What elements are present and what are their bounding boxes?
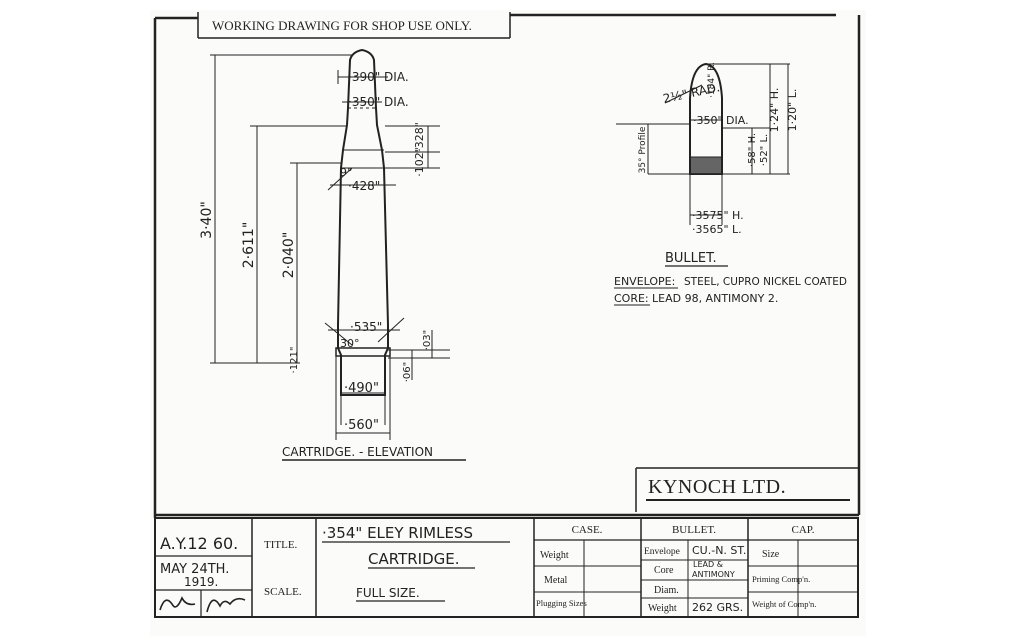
bullet-envelope-label: ENVELOPE: [614, 275, 675, 288]
bullet-core-label: CORE: [614, 292, 649, 305]
date-line-1: MAY 24TH. [160, 562, 229, 577]
cartridge-caption: CARTRIDGE. - ELEVATION [282, 445, 433, 459]
cap-size-label: Size [762, 549, 780, 560]
angle-9: 9° [340, 166, 353, 179]
title-block: A.Y.12 60. MAY 24TH. 1919. TITLE. SCALE.… [154, 517, 859, 618]
bullet-envelope-cell-label: Envelope [644, 547, 680, 557]
dim-rim-offset: ·03" [422, 330, 433, 351]
case-weight-label: Weight [540, 550, 569, 561]
dim-dia-535: ·535" [350, 320, 382, 334]
dim-dia-560: ·560" [344, 418, 379, 433]
case-plugging-label: Plugging Sizes [536, 598, 587, 608]
title-label: TITLE. [264, 539, 298, 551]
cap-heading: CAP. [792, 524, 815, 536]
bullet-tip-radius: ·184" R. [707, 62, 717, 98]
dim-dia-350: ·350" DIA. [348, 95, 409, 109]
case-metal-label: Metal [544, 575, 568, 586]
signature-2 [206, 597, 246, 613]
bullet-drawing: ·184" R. 2½" RAD. ·350" DIA. 1·24" H. 1·… [614, 62, 847, 306]
bullet-core-cell-value-1: LEAD & [693, 560, 723, 569]
bullet-len-52: ·52" L. [759, 134, 770, 166]
case-heading: CASE. [572, 524, 603, 536]
bullet-len-58: ·58" H. [747, 133, 758, 167]
scale-value: FULL SIZE. [356, 586, 420, 600]
company-name: KYNOCH LTD. [648, 476, 786, 498]
bullet-title: BULLET. [665, 251, 717, 266]
bullet-base-l: ·3565" L. [692, 223, 742, 236]
bullet-envelope-value: STEEL, CUPRO NICKEL COATED [684, 276, 847, 288]
drawing-number: A.Y.12 60. [160, 534, 238, 553]
dim-overall-length: 3·40" [199, 201, 215, 239]
bullet-weight-value: 262 GRS. [692, 601, 743, 614]
shop-note: WORKING DRAWING FOR SHOP USE ONLY. [197, 12, 511, 39]
bullet-core-hatch [691, 157, 721, 174]
paper [150, 10, 866, 636]
bullet-angle: 35° Profile [638, 126, 648, 173]
dim-neck-length: ·328" [413, 122, 426, 152]
dim-dia-428: ·428" [348, 179, 380, 193]
cartridge-outline [337, 48, 389, 396]
bullet-len-124: 1·24" H. [768, 88, 781, 133]
dim-dia-390: ·390" DIA. [348, 70, 409, 84]
bullet-base-h: ·3575" H. [692, 209, 744, 222]
dim-groove: ·06" [402, 362, 413, 383]
bullet-len-120: 1·20" L. [786, 89, 799, 132]
bullet-core-value: LEAD 98, ANTIMONY 2. [652, 292, 778, 305]
dim-rim-thickness: ·121" [289, 347, 300, 374]
shop-note-text: WORKING DRAWING FOR SHOP USE ONLY. [212, 18, 472, 33]
bullet-core-cell-value-2: ANTIMONY [692, 570, 735, 579]
bullet-heading: BULLET. [672, 524, 716, 536]
date-line-2: 1919. [184, 575, 218, 589]
dim-2040: 2·040" [281, 232, 297, 279]
dim-2611: 2·611" [241, 222, 257, 269]
drawing-title-line-2: CARTRIDGE. [368, 550, 460, 568]
bullet-core-cell-label: Core [654, 565, 674, 576]
border [153, 13, 861, 518]
cap-priming-label: Priming Comp'n. [752, 574, 810, 584]
bullet-diam-label: Diam. [654, 585, 679, 596]
scale-label: SCALE. [264, 586, 302, 598]
cap-weight-label: Weight of Comp'n. [752, 599, 816, 609]
bullet-weight-label: Weight [648, 603, 677, 614]
dim-dia-490: ·490" [344, 381, 379, 396]
company-box: KYNOCH LTD. [635, 467, 858, 512]
bullet-envelope-cell-value: CU.-N. ST. [692, 544, 746, 557]
dim-shoulder-length: ·102" [413, 147, 426, 177]
angle-30: 30° [340, 337, 360, 350]
drawing-title-line-1: ·354" ELEY RIMLESS [322, 524, 473, 542]
signature-1 [159, 596, 196, 611]
bullet-dia: ·350" DIA. [693, 114, 749, 127]
cartridge-elevation: 3·40" 2·611" 2·040" ·121" ·328" ·102" ·0… [199, 48, 466, 461]
